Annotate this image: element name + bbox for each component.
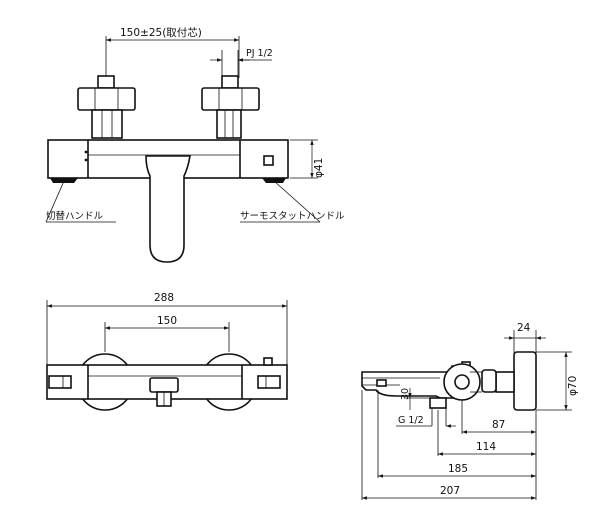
label-dim-207: 207 bbox=[440, 485, 460, 497]
front-view: 150±25(取付芯) PJ 1/2 bbox=[45, 26, 345, 263]
label-top-spacing: 150±25(取付芯) bbox=[120, 26, 202, 39]
inlet-stem-left bbox=[91, 109, 123, 139]
label-dia-body: φ41 bbox=[313, 158, 325, 178]
plan-spout bbox=[149, 377, 179, 393]
label-dia-flange: φ70 bbox=[567, 376, 579, 396]
side-connector bbox=[481, 369, 497, 393]
side-outlet bbox=[429, 397, 447, 409]
side-nut bbox=[495, 371, 515, 393]
inlet-nut-right bbox=[201, 87, 260, 111]
plan-thermo-grip bbox=[257, 375, 281, 389]
side-body-bore bbox=[454, 374, 470, 390]
label-thread-outlet: G 1/2 bbox=[398, 415, 424, 426]
label-dim-30: 30 bbox=[400, 388, 411, 400]
label-depth-24: 24 bbox=[517, 322, 531, 334]
thermo-handle-cap bbox=[262, 178, 286, 183]
label-thread-top: PJ 1/2 bbox=[246, 48, 273, 59]
label-dim-87: 87 bbox=[492, 419, 505, 431]
plan-view: 288 150 bbox=[46, 292, 288, 411]
plan-switch-grip bbox=[48, 375, 72, 389]
label-dim-185: 185 bbox=[448, 463, 468, 475]
label-width-total: 288 bbox=[154, 292, 174, 304]
label-width-center: 150 bbox=[157, 315, 177, 327]
inlet-nipple-left bbox=[97, 75, 115, 89]
thermo-marker bbox=[263, 155, 274, 166]
side-flange bbox=[513, 351, 537, 411]
inlet-nut-left bbox=[77, 87, 136, 111]
switch-handle-cap bbox=[50, 178, 78, 183]
label-switch-handle: 切替ハンドル bbox=[46, 210, 104, 222]
label-thermo-handle: サーモスタットハンドル bbox=[240, 211, 345, 222]
inlet-nipple-right bbox=[221, 75, 239, 89]
label-dim-114: 114 bbox=[476, 441, 496, 453]
side-view: 24 φ70 30 G 1/2 bbox=[361, 322, 579, 500]
inlet-stem-right bbox=[216, 109, 242, 139]
spout-front bbox=[145, 155, 191, 263]
